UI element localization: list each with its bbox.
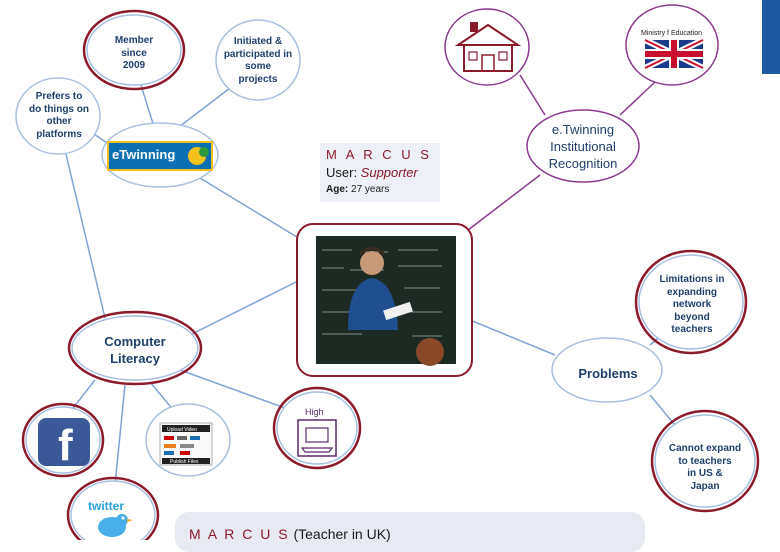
publish-files-label: Publish Files — [170, 459, 199, 465]
corner-accent-bar — [762, 0, 780, 74]
line-etwinning-initiated — [175, 88, 230, 130]
ministry-label: Ministry f Education — [641, 30, 702, 37]
profile-card: M A R C U S User: Supporter Age: 27 year… — [320, 143, 440, 202]
center-photo — [297, 224, 472, 376]
etwinning-wordmark: eTwinning — [112, 147, 175, 162]
uk-flag-icon — [645, 40, 703, 68]
upload-video-label: Upload Video — [167, 427, 197, 433]
line-computer-high — [180, 370, 285, 408]
profile-name: M A R C U S — [326, 147, 432, 162]
line-center-computer — [190, 280, 300, 335]
profile-role: User: Supporter — [326, 165, 418, 180]
twitter-wordmark: twitter — [88, 499, 124, 513]
line-recognition-school — [520, 75, 545, 115]
line-etwinning-center — [195, 175, 310, 245]
bubble-school — [445, 9, 529, 85]
label-high: High — [305, 407, 324, 417]
line-computer-twitter — [115, 385, 125, 485]
line-center-problems — [470, 320, 555, 355]
line-recognition-ministry — [620, 82, 655, 115]
persona-panel: M A R C U S (Teacher in UK) — [175, 512, 645, 552]
line-problems-cannot — [650, 395, 675, 425]
profile-age: Age: 27 years — [326, 184, 389, 195]
upload-logos-icon: Upload Video Publish Files — [160, 423, 212, 465]
facebook-icon-letter: f — [58, 421, 73, 470]
label-problems: Problems — [560, 365, 656, 382]
laptop-user-icon — [298, 420, 336, 456]
line-prefers-computer — [65, 150, 105, 318]
facebook-icon: f — [38, 418, 90, 470]
